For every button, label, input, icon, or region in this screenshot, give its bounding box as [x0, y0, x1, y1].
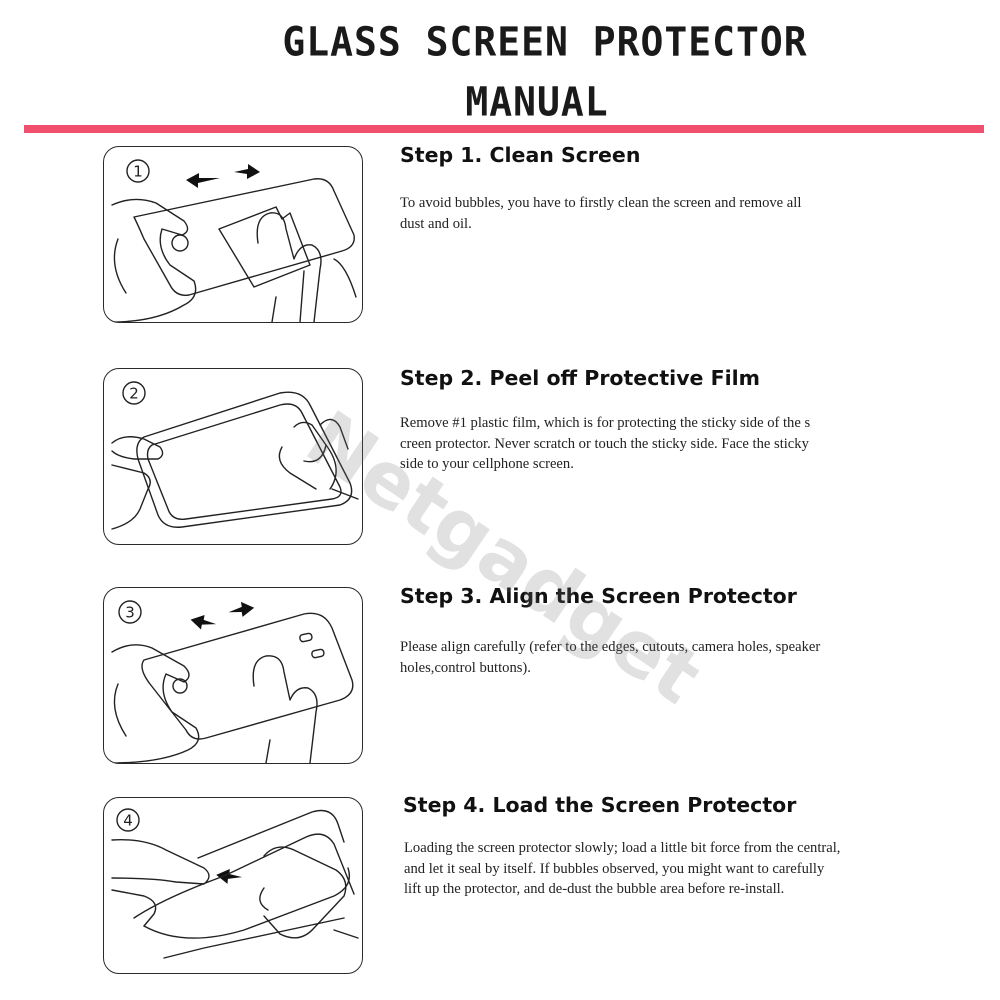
manual-title-line-1: GLASS SCREEN PROTECTOR [282, 18, 808, 66]
step-number: 2 [129, 385, 139, 403]
step-3-illustration: 3 [103, 587, 363, 764]
step-3-line: holes,control buttons). [400, 659, 531, 676]
step-4-title: Step 4. Load the Screen Protector [403, 793, 797, 817]
step-2-description: Remove #1 plastic film, which is for pro… [400, 413, 870, 475]
step-3-line: Please align carefully (refer to the edg… [400, 639, 821, 655]
step-4-illustration: 4 [103, 797, 363, 974]
step-1-title: Step 1. Clean Screen [400, 143, 641, 167]
step-number-circle [126, 159, 150, 183]
step-2-title: Step 2. Peel off Protective Film [400, 366, 761, 390]
step-2-line: side to your cellphone screen. [400, 456, 574, 472]
step-number: 4 [123, 812, 133, 830]
manual-title-line-2: MANUAL [465, 78, 609, 126]
step-number: 1 [133, 163, 143, 181]
step-1-line: To avoid bubbles, you have to firstly cl… [400, 195, 802, 211]
step-4-line: and let it seal by itself. If bubbles ob… [404, 860, 825, 877]
right-arrow-icon [234, 164, 260, 179]
step-3-description: Please align carefully (refer to the edg… [400, 637, 870, 678]
step-1-description: To avoid bubbles, you have to firstly cl… [400, 193, 870, 234]
step-4-line: lift up the protector, and de-dust the b… [404, 881, 785, 897]
step-3-title: Step 3. Align the Screen Protector [400, 584, 797, 608]
step-4-description: Loading the screen protector slowly; loa… [404, 838, 924, 900]
step-number-circle [116, 808, 140, 832]
step-1-illustration: 1 [103, 146, 363, 323]
step-4-line: Loading the screen protector slowly; loa… [404, 840, 841, 856]
left-arrow-icon [186, 173, 220, 188]
left-arrow-icon [216, 869, 243, 884]
step-2-illustration: 2 [103, 368, 363, 545]
right-arrow-icon [228, 601, 255, 617]
step-2-line: Remove #1 plastic film, which is for pro… [400, 415, 811, 431]
title-divider [24, 125, 984, 133]
step-number: 3 [125, 604, 135, 622]
step-1-line: dust and oil. [400, 215, 472, 232]
left-arrow-icon [190, 614, 217, 630]
step-number-circle [118, 600, 142, 624]
step-2-line: creen protector. Never scratch or touch … [400, 435, 809, 452]
step-number-circle [122, 381, 146, 405]
